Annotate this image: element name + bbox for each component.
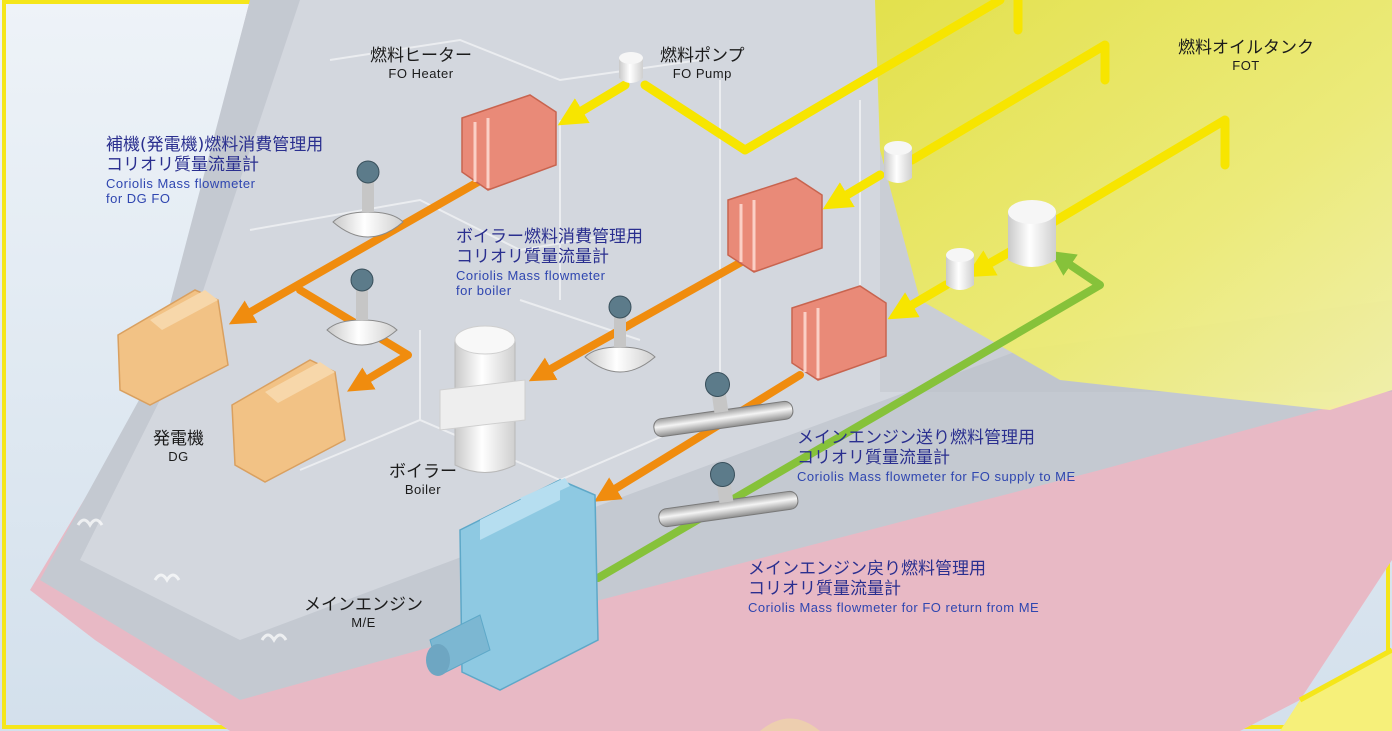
fo-pump-label: 燃料ポンプ FO Pump <box>660 46 745 82</box>
propeller <box>760 718 820 731</box>
me-supply-flowmeter-label-en: Coriolis Mass flowmeter for FO supply to… <box>797 468 1076 484</box>
fuel-return-line <box>594 250 1104 582</box>
boiler-icon <box>439 325 526 473</box>
dg-flowmeter-label-en1: Coriolis Mass flowmeter <box>106 175 256 191</box>
engine-icon <box>426 478 599 691</box>
generator-label-en: DG <box>168 449 189 465</box>
me-return-flowmeter-label: メインエンジン戻り燃料管理用 コリオリ質量流量計 Coriolis Mass f… <box>748 559 1039 615</box>
me-supply-flowmeter-label-jp1: メインエンジン送り燃料管理用 <box>797 428 1035 448</box>
heater-icon <box>461 94 887 381</box>
boiler-flowmeter-label-jp1: ボイラー燃料消費管理用 <box>456 227 643 247</box>
boiler-label: ボイラー Boiler <box>389 462 457 498</box>
fot-label: 燃料オイルタンク FOT <box>1178 38 1314 74</box>
me-return-flowmeter-label-en: Coriolis Mass flowmeter for FO return fr… <box>748 599 1040 615</box>
boiler-flowmeter-label: ボイラー燃料消費管理用 コリオリ質量流量計 Coriolis Mass flow… <box>456 227 643 299</box>
generator-icon <box>117 289 346 483</box>
main-engine-label: メインエンジン M/E <box>304 595 423 631</box>
me-return-flowmeter-label-jp1: メインエンジン戻り燃料管理用 <box>748 559 986 579</box>
fot-label-en: FOT <box>1232 58 1260 74</box>
dg-flowmeter-label: 補機(発電機)燃料消費管理用 コリオリ質量流量計 Coriolis Mass f… <box>106 135 323 207</box>
bollards <box>76 518 288 643</box>
boiler-flowmeter-label-en2: for boiler <box>456 283 512 299</box>
main-engine-label-en: M/E <box>351 615 376 631</box>
fo-pump-label-jp: 燃料ポンプ <box>660 46 745 66</box>
generator-label-jp: 発電機 <box>153 429 204 449</box>
fo-heater-label-jp: 燃料ヒーター <box>370 46 472 66</box>
me-supply-flowmeter-label-jp2: コリオリ質量流量計 <box>797 448 950 469</box>
fuel-distribution-lines <box>228 174 804 502</box>
boiler-label-en: Boiler <box>404 482 442 498</box>
fo-heater-label: 燃料ヒーター FO Heater <box>370 46 472 82</box>
boiler-flowmeter-label-jp2: コリオリ質量流量計 <box>456 247 609 268</box>
main-engine-label-jp: メインエンジン <box>304 595 423 615</box>
fuel-supply-lines <box>557 0 1230 320</box>
coriolis-flowmeter-icon <box>326 160 799 528</box>
dg-flowmeter-label-en2: for DG FO <box>106 191 171 207</box>
dg-flowmeter-label-jp1: 補機(発電機)燃料消費管理用 <box>106 135 324 155</box>
fo-heater-label-en: FO Heater <box>388 66 454 82</box>
pump-icon <box>619 52 1056 290</box>
me-supply-flowmeter-label: メインエンジン送り燃料管理用 コリオリ質量流量計 Coriolis Mass f… <box>797 428 1076 484</box>
fo-pump-label-en: FO Pump <box>672 66 732 82</box>
boiler-flowmeter-label-en1: Coriolis Mass flowmeter <box>456 267 606 283</box>
dg-flowmeter-label-jp2: コリオリ質量流量計 <box>106 155 259 176</box>
boiler-label-jp: ボイラー <box>389 462 457 482</box>
generator-label: 発電機 DG <box>153 429 204 465</box>
me-return-flowmeter-label-jp2: コリオリ質量流量計 <box>748 579 901 600</box>
fot-label-jp: 燃料オイルタンク <box>1178 38 1314 58</box>
